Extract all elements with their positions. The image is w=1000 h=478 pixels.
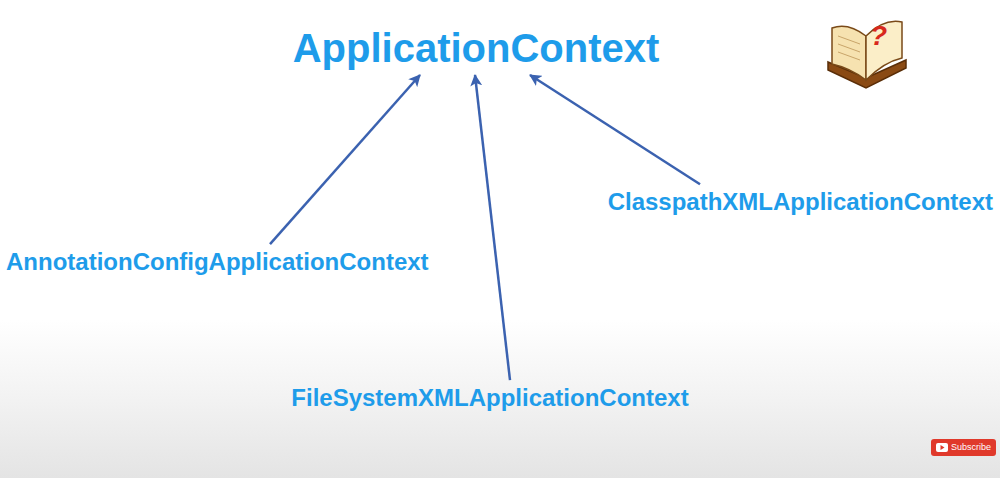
- inheritance-arrow: [475, 75, 510, 380]
- inheritance-arrow: [530, 75, 700, 184]
- node-label: ApplicationContext: [293, 25, 660, 71]
- youtube-icon-body: [936, 443, 948, 452]
- node-label: AnnotationConfigApplicationContext: [6, 248, 429, 276]
- class-name: FileSystemXMLApplicationContext: [287, 382, 692, 414]
- node-label: ClasspathXMLApplicationContext: [608, 188, 993, 216]
- label-text: Subscribe: [951, 442, 991, 452]
- class-name: AnnotationConfigApplicationContext: [2, 246, 433, 278]
- subscribe-button: Subscribe: [931, 439, 996, 456]
- book-question-mark: ?: [870, 20, 887, 52]
- interface-name: ApplicationContext: [289, 23, 664, 73]
- node-label: FileSystemXMLApplicationContext: [291, 384, 688, 412]
- label-text: ?: [870, 20, 887, 51]
- youtube-icon-play: [941, 445, 945, 450]
- class-name: ClasspathXMLApplicationContext: [604, 186, 997, 218]
- book-page-left: [832, 26, 866, 80]
- youtube-icon: [936, 443, 948, 452]
- book-illustration: [828, 21, 906, 88]
- inheritance-arrow: [270, 75, 420, 244]
- book-lines: [838, 36, 860, 60]
